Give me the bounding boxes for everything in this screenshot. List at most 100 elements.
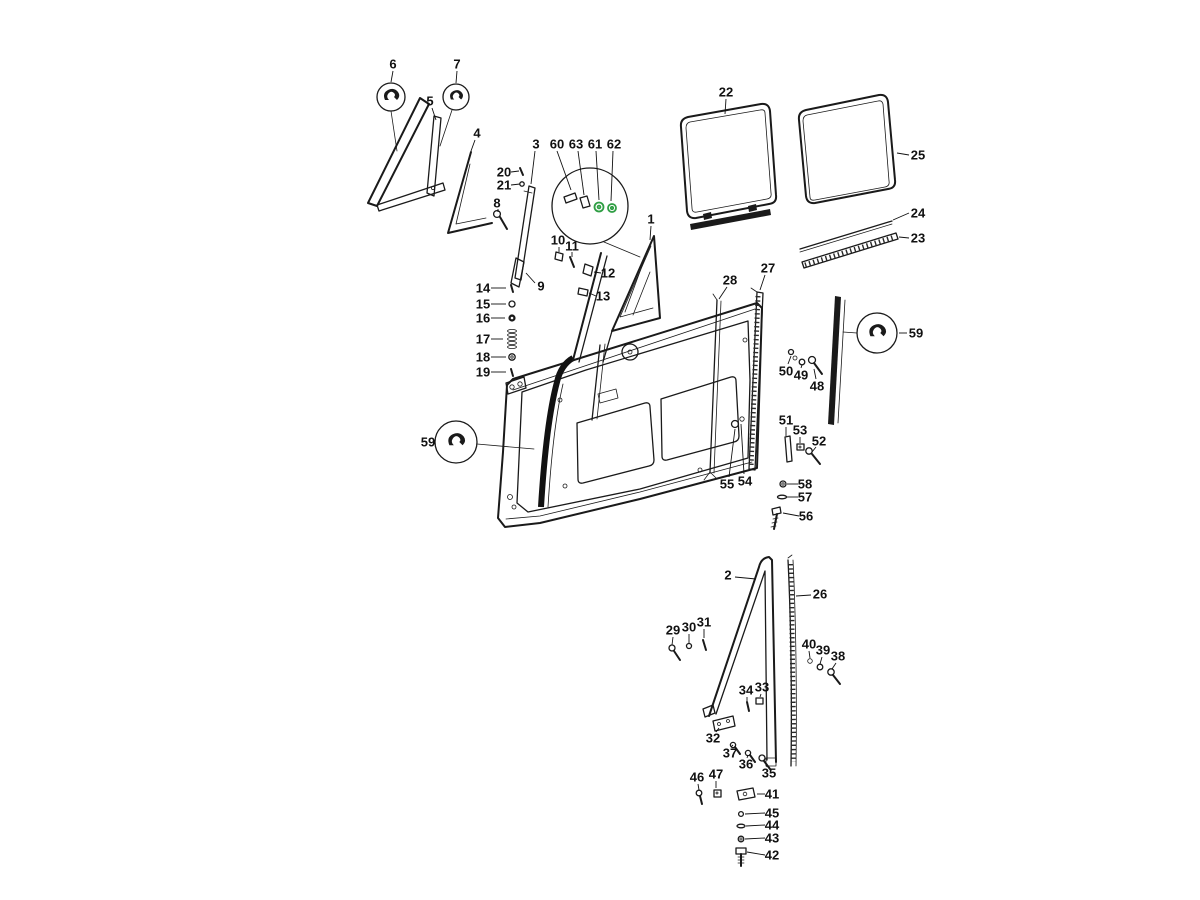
leader-line-12 xyxy=(593,271,602,274)
pin-19 xyxy=(510,368,514,377)
leader-line-62 xyxy=(610,150,614,202)
part-label-28: 28 xyxy=(723,273,737,288)
part-label-60: 60 xyxy=(550,137,564,152)
leader-line-63 xyxy=(577,150,585,196)
bolt-56-head xyxy=(771,506,782,516)
part-label-35: 35 xyxy=(762,766,776,781)
leader-line-38 xyxy=(831,662,837,670)
screw-52-head xyxy=(805,447,813,455)
part-label-50: 50 xyxy=(779,364,793,379)
leader-line-4 xyxy=(470,139,476,152)
leader-line-42 xyxy=(746,851,766,856)
pin-11 xyxy=(569,256,575,268)
fasteners-29-31 xyxy=(668,639,707,661)
part-label-56: 56 xyxy=(799,509,813,524)
leader-line-36 xyxy=(746,754,749,759)
part-label-12: 12 xyxy=(601,266,615,281)
screw-38-head xyxy=(827,668,835,676)
part-label-63: 63 xyxy=(569,137,583,152)
leader-line-60 xyxy=(556,150,572,191)
part-label-40: 40 xyxy=(802,637,816,652)
part-label-10: 10 xyxy=(551,233,565,248)
callout-circle-6 xyxy=(376,82,406,152)
part-label-9: 9 xyxy=(537,279,544,294)
part-label-7: 7 xyxy=(453,57,460,72)
guide-rail-27 xyxy=(748,287,764,471)
leader-line-27 xyxy=(759,274,766,291)
leader-line-43 xyxy=(744,837,766,840)
leader-line-48 xyxy=(813,368,817,380)
vent-glass-1 xyxy=(602,235,661,363)
hinge-plate xyxy=(505,376,527,395)
door-shell xyxy=(497,252,763,528)
part-label-45: 45 xyxy=(765,806,779,821)
leader-line-25 xyxy=(896,152,910,156)
leader-line-44 xyxy=(745,824,766,827)
part-label-48: 48 xyxy=(810,379,824,394)
part-label-6: 6 xyxy=(389,57,396,72)
washer-50a xyxy=(787,348,795,356)
screw-8-head xyxy=(492,209,502,219)
washer-50b xyxy=(792,355,798,361)
washer-43 xyxy=(737,835,745,843)
leader-line-45 xyxy=(744,812,766,815)
division-bar-assembly xyxy=(492,167,594,297)
glass-channel-23 xyxy=(801,232,899,269)
leader-line-7 xyxy=(455,70,458,84)
window-guide xyxy=(591,344,601,421)
part-label-59: 59 xyxy=(421,435,435,450)
bracket-13 xyxy=(577,287,589,297)
washer-45 xyxy=(737,810,745,818)
part-label-26: 26 xyxy=(813,587,827,602)
part-label-44: 44 xyxy=(765,818,780,833)
glass-lift-rail xyxy=(690,209,771,230)
clip-icon xyxy=(450,90,464,100)
part-label-18: 18 xyxy=(476,350,490,365)
screw-48-shaft xyxy=(813,362,823,375)
leader-line-33 xyxy=(759,693,762,698)
part-label-30: 30 xyxy=(682,620,696,635)
bolt-56-shaft xyxy=(773,513,778,530)
clip-33 xyxy=(755,697,764,705)
leader-line-28 xyxy=(718,286,728,300)
highlight-ring-62-center xyxy=(609,205,615,211)
panel-opening-right xyxy=(660,376,740,461)
part-label-13: 13 xyxy=(596,289,610,304)
screw-46-head xyxy=(695,789,703,797)
leader-line-2 xyxy=(734,576,757,580)
rear-run-channel xyxy=(828,296,846,425)
leader-line-6 xyxy=(390,70,394,83)
leader-line-21 xyxy=(510,183,521,186)
fasteners-56-58 xyxy=(770,480,788,530)
clip-53 xyxy=(796,443,805,451)
highlight-ring-62 xyxy=(607,203,617,213)
part-label-5: 5 xyxy=(426,94,433,109)
leader-line-46 xyxy=(697,783,700,791)
washer-40 xyxy=(807,658,813,664)
door-inner-panel xyxy=(516,320,751,513)
part-label-38: 38 xyxy=(831,649,845,664)
guide-rail-28 xyxy=(703,293,722,481)
glass-channel-24 xyxy=(799,220,893,253)
part-label-58: 58 xyxy=(798,477,812,492)
leader-line-61 xyxy=(595,150,600,201)
crank-hole xyxy=(621,343,639,361)
a-pillar-channel xyxy=(538,355,575,508)
part-label-27: 27 xyxy=(761,261,775,276)
leader-line-39 xyxy=(819,656,823,665)
washer-15 xyxy=(508,300,516,308)
leader-line-23 xyxy=(898,236,910,239)
part-label-34: 34 xyxy=(739,683,754,698)
glass-run-strip xyxy=(426,115,442,197)
part-label-24: 24 xyxy=(911,206,926,221)
callout-circle-59-right xyxy=(842,312,898,354)
part-label-52: 52 xyxy=(812,434,826,449)
part-label-62: 62 xyxy=(607,137,621,152)
leader-line-40 xyxy=(808,650,811,659)
part-label-8: 8 xyxy=(493,196,500,211)
pin-34 xyxy=(746,701,750,712)
screw-46-shaft xyxy=(699,795,703,805)
panel-opening-left xyxy=(576,402,655,484)
washer-30 xyxy=(685,642,693,650)
